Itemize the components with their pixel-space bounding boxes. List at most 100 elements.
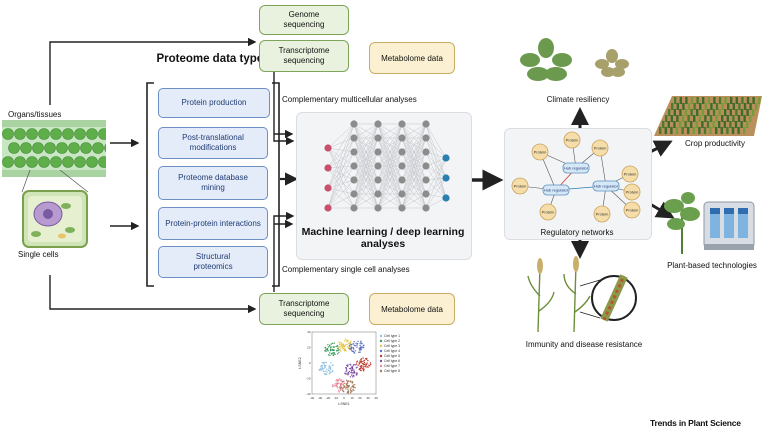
tsne-point [321, 361, 323, 364]
tsne-point [352, 372, 355, 374]
tsne-point [359, 342, 361, 345]
nn-edge [377, 123, 403, 195]
crop-plant [729, 109, 732, 116]
plant-technologies-illustration [664, 192, 755, 254]
tsne-point [325, 350, 327, 352]
climate-plants-illustration [520, 38, 629, 81]
nn-edge [353, 165, 379, 209]
protein-node [563, 131, 581, 149]
nn-edge [327, 137, 355, 149]
nn-node [422, 162, 430, 170]
tsne-point [344, 345, 346, 347]
protein-node [593, 205, 611, 223]
nn-node [350, 134, 358, 142]
protein-node-label: Protein [514, 184, 527, 189]
nn-edge [377, 151, 403, 209]
tsne-point [337, 346, 340, 349]
nn-edge [353, 123, 379, 209]
tsne-point [352, 388, 354, 391]
crop-plant [673, 121, 676, 128]
tsne-point [345, 379, 348, 381]
tissue-cell [62, 156, 74, 168]
tsne-point [352, 374, 355, 377]
metabolome-box-top: Metabolome data [369, 42, 455, 74]
tsne-point [350, 346, 352, 348]
tsne-point [362, 363, 365, 365]
tsne-point [342, 343, 345, 345]
tsne-ytick: 40 [307, 330, 311, 334]
tsne-point [338, 341, 340, 343]
tsne-point [360, 362, 362, 364]
nn-edge [377, 165, 403, 209]
crop-plant [685, 97, 688, 104]
tsne-point [351, 372, 353, 374]
tsne-point [350, 369, 353, 371]
proteome-type-label: Protein-protein interactions [165, 218, 261, 228]
tsne-point [325, 373, 328, 375]
nn-node [350, 190, 358, 198]
tsne-point [346, 364, 348, 367]
tissue-cell [8, 142, 20, 154]
tsne-point [350, 389, 352, 392]
tsne-point [359, 344, 361, 347]
tsne-point [340, 379, 342, 382]
tsne-point [325, 364, 327, 367]
tsne-ytick: -40 [306, 392, 311, 396]
nn-edge [327, 147, 355, 209]
nn-edge [327, 147, 355, 181]
crop-plant [709, 127, 712, 134]
tsne-point [345, 386, 347, 388]
genome-sequencing-box: Genome sequencing [259, 5, 349, 35]
tsne-point [370, 363, 372, 366]
nn-edge [327, 167, 355, 209]
tsne-legend-swatch [379, 359, 383, 363]
tsne-point [345, 367, 347, 369]
proteome-type-label: Proteome database mining [178, 173, 248, 192]
nn-node [398, 162, 406, 170]
crop-plant [690, 121, 693, 128]
nn-edge [327, 147, 355, 195]
nn-node [374, 204, 382, 212]
crop-plant [746, 109, 749, 116]
crop-plant [727, 103, 730, 110]
nn-edge [327, 151, 355, 189]
tsne-point [349, 388, 352, 390]
tsne-legend-label: Cell type 2 [384, 339, 400, 343]
crop-plant [749, 115, 752, 122]
tsne-xtick: 20 [358, 396, 362, 400]
crop-plant [679, 97, 682, 104]
tissue-cell [68, 142, 80, 154]
tsne-legend-label: Cell type 4 [384, 349, 400, 353]
transcriptome-label: Transcriptome sequencing [278, 299, 330, 318]
tsne-point [367, 366, 369, 368]
tsne-point [348, 342, 350, 344]
crop-plant [718, 121, 721, 128]
tsne-point [342, 348, 344, 350]
crop-plant [721, 115, 724, 122]
tsne-point [355, 364, 357, 366]
nn-node [422, 120, 430, 128]
tsne-point [347, 346, 349, 348]
tsne-point [348, 346, 351, 348]
tsne-legend-swatch [379, 334, 383, 338]
crop-plant [684, 109, 688, 116]
tissue-cell [98, 156, 106, 168]
nn-node [324, 184, 332, 192]
tsne-point [333, 352, 335, 354]
crop-plant [665, 115, 668, 122]
tsne-point [323, 367, 325, 370]
tsne-point [337, 349, 340, 352]
tsne-point [343, 340, 346, 342]
nn-edge [377, 137, 403, 209]
tsne-point [345, 344, 347, 346]
nn-edge [425, 177, 447, 195]
tsne-point [344, 372, 346, 374]
tsne-point [346, 365, 349, 368]
zoom-lines [21, 170, 89, 193]
crop-plant [681, 127, 684, 134]
tsne-point [338, 382, 340, 384]
metabolome-box-bottom: Metabolome data [369, 293, 455, 325]
tsne-ytick: -20 [306, 377, 311, 381]
tsne-point [343, 349, 346, 352]
tsne-point [352, 364, 355, 366]
